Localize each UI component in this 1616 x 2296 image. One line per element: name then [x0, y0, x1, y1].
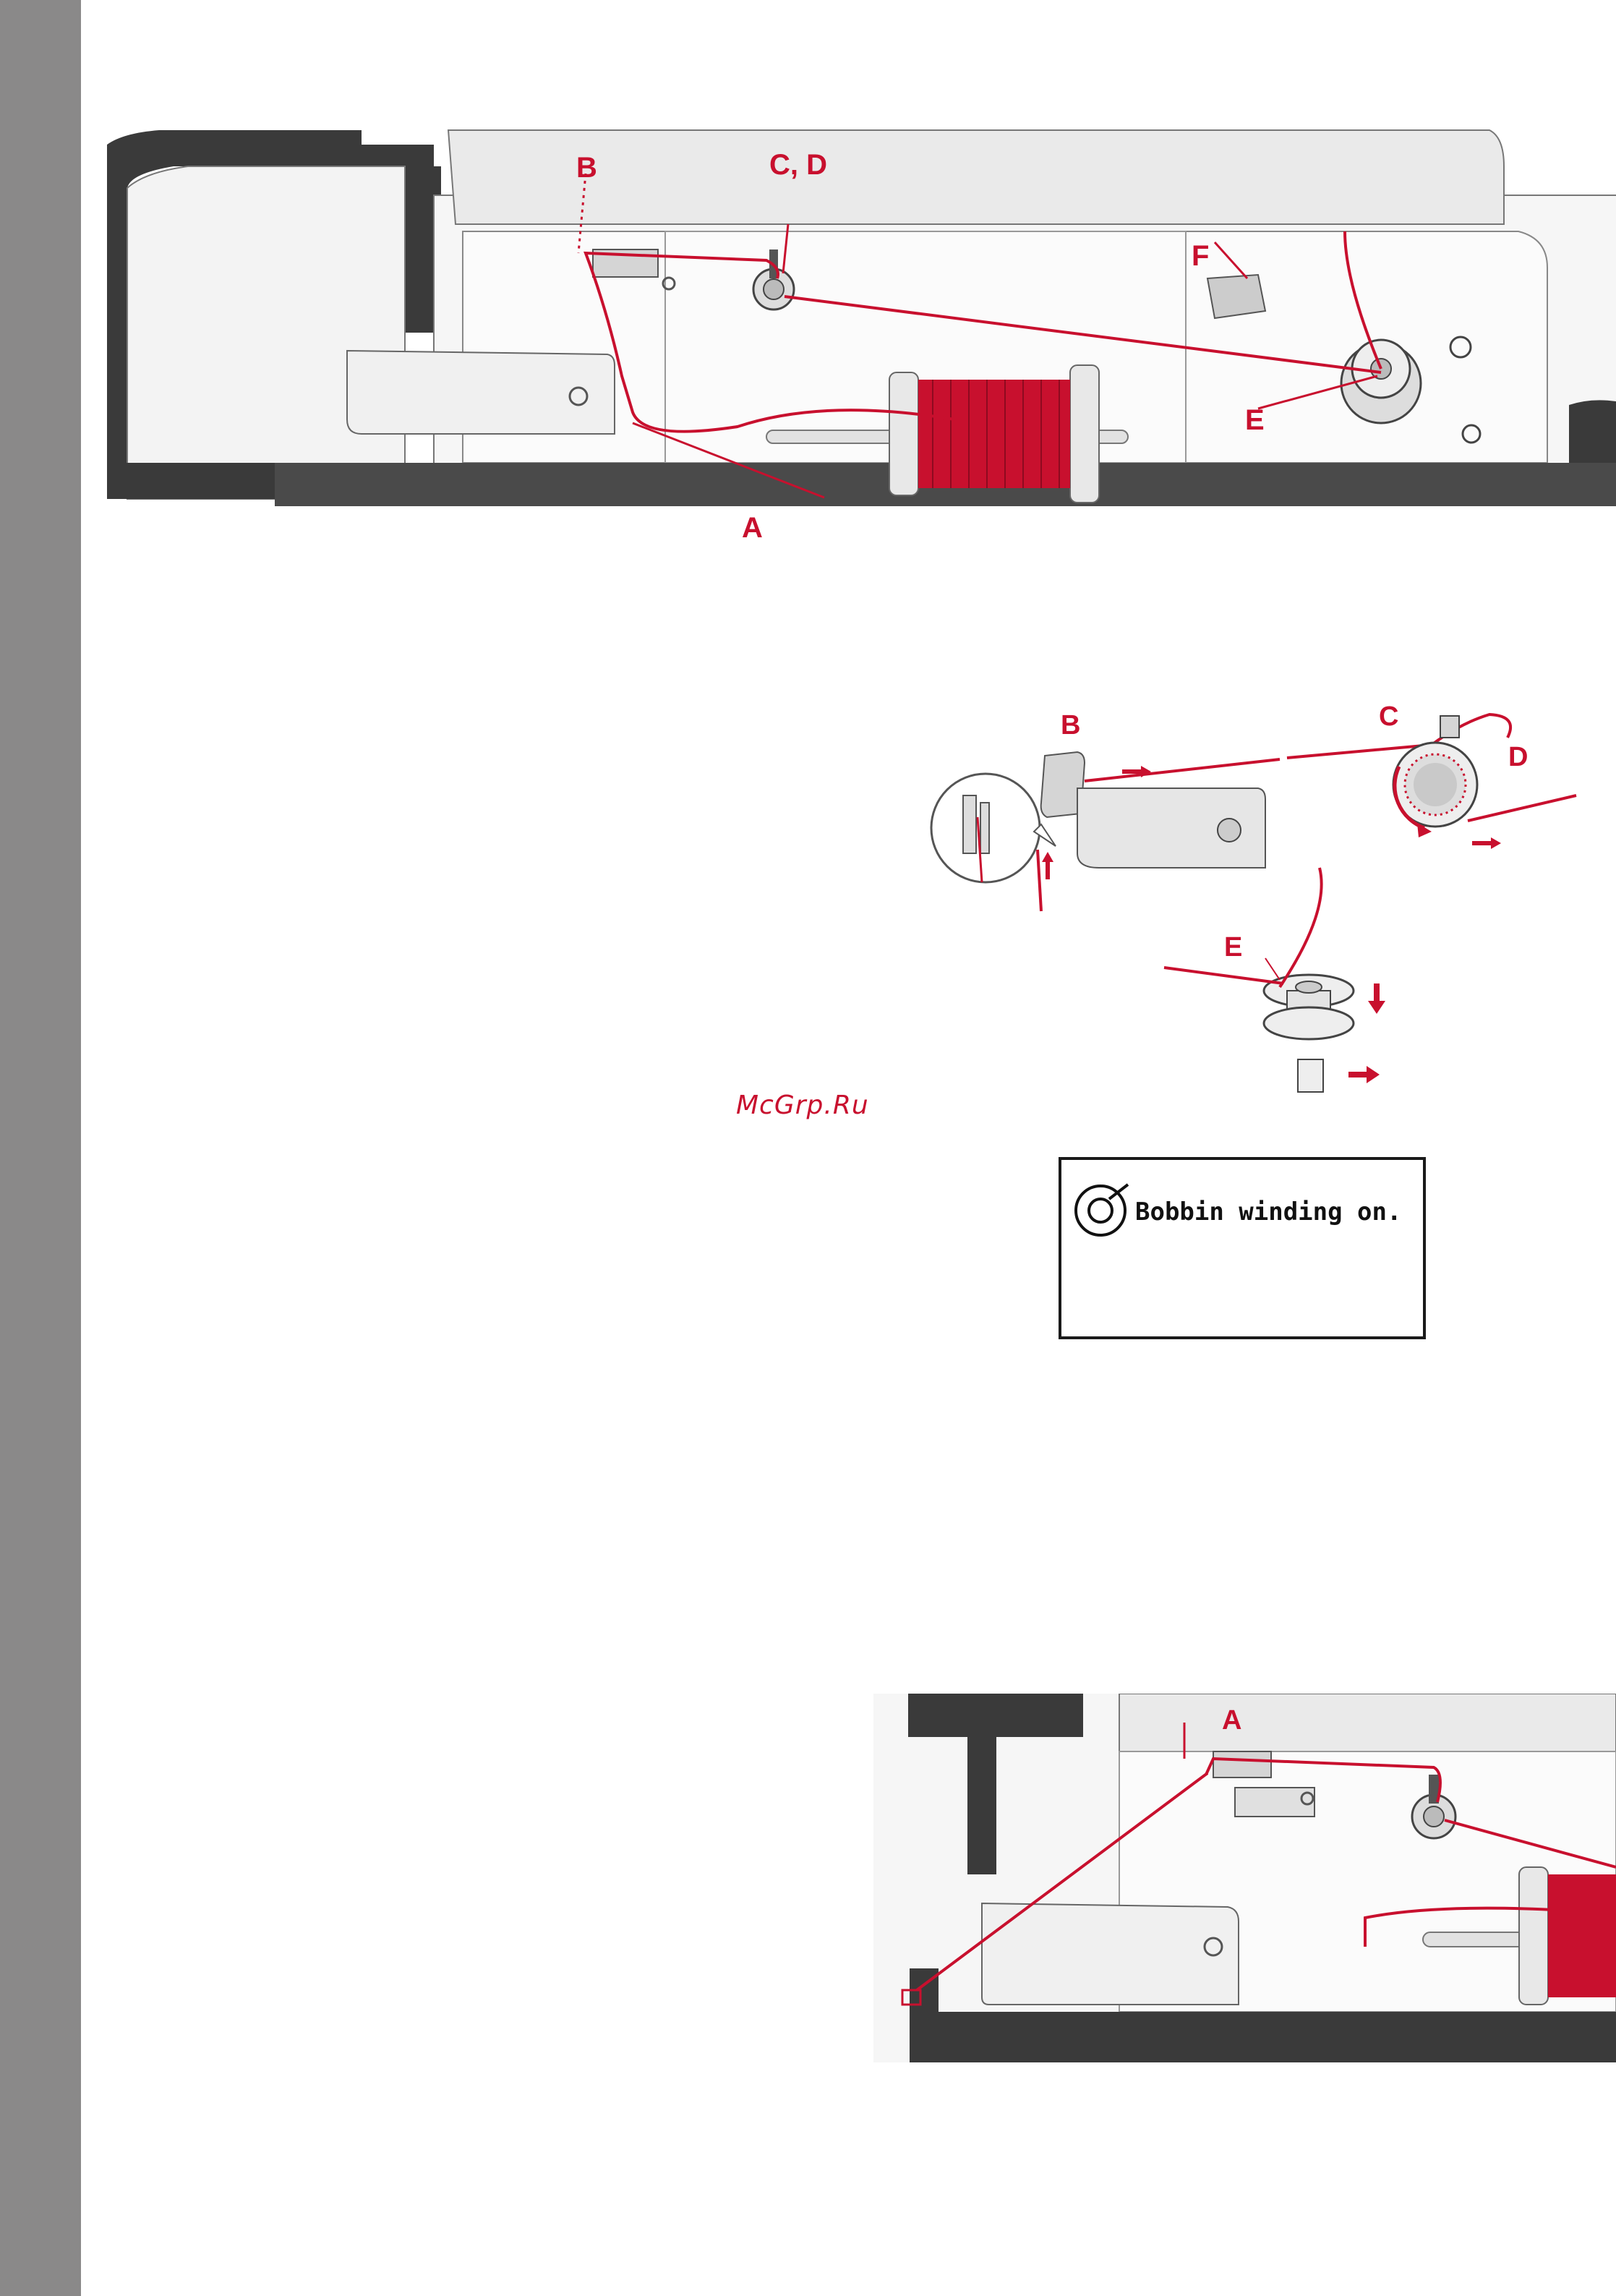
- callout-b-top: B: [576, 153, 597, 182]
- callout-b-detail: B: [1061, 712, 1080, 739]
- bobbin-icon: [1070, 1177, 1132, 1239]
- callout-c-detail: C: [1379, 703, 1398, 730]
- watermark: McGrp.Ru: [736, 1091, 869, 1120]
- callout-e-detail: E: [1224, 934, 1242, 961]
- callout-cd-top: C, D: [769, 150, 827, 179]
- callout-f-top: F: [1192, 242, 1209, 270]
- callout-a-top: A: [742, 513, 763, 542]
- callout-e-top: E: [1245, 406, 1265, 435]
- callout-a-bottom: A: [1222, 1707, 1241, 1734]
- page-side-bar: [0, 0, 81, 2296]
- top-threading-figure: [101, 123, 1616, 513]
- bottom-threading-figure: [873, 1694, 1616, 2062]
- callout-d-detail: D: [1508, 743, 1528, 771]
- lcd-screen: Bobbin winding on.: [1059, 1157, 1426, 1339]
- detail-threading-figure: [925, 694, 1591, 1114]
- lcd-message: Bobbin winding on.: [1135, 1198, 1401, 1226]
